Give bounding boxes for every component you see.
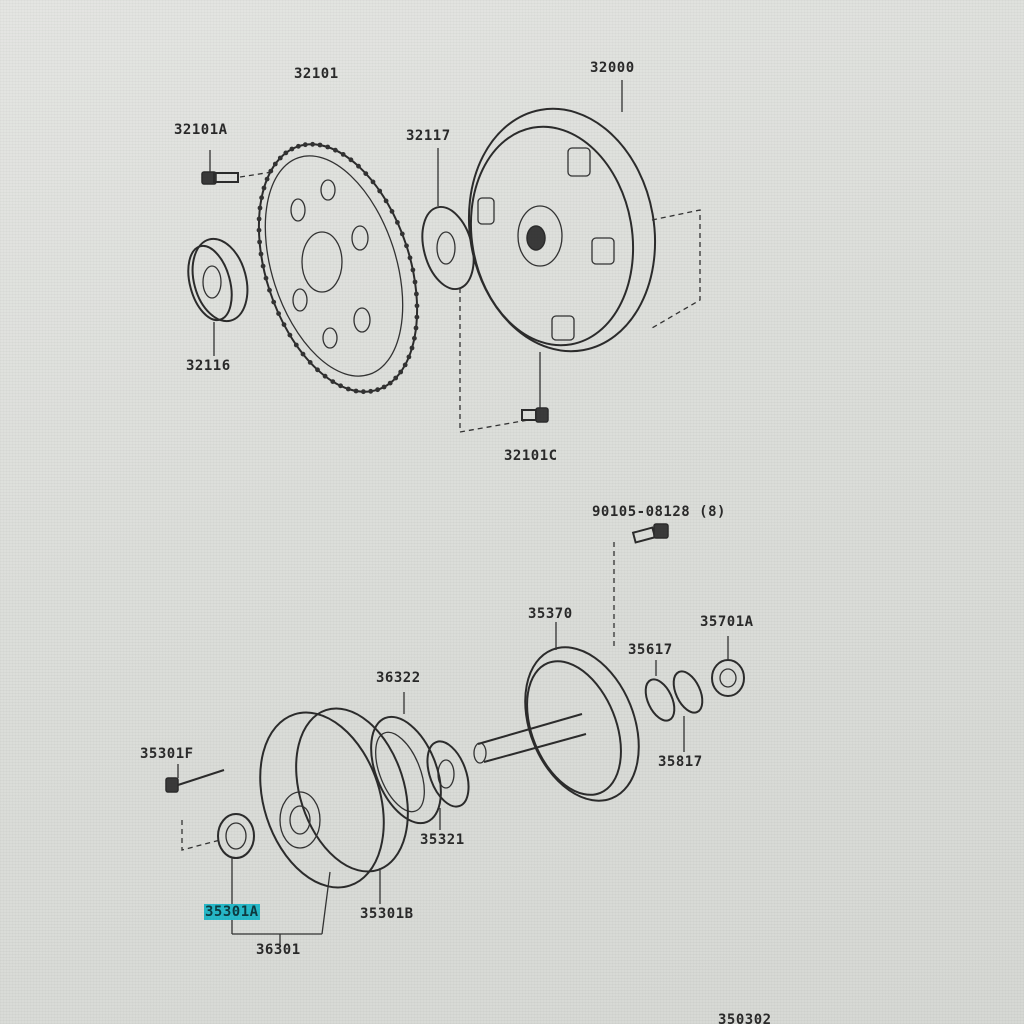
part-label-32117[interactable]: 32117: [406, 128, 451, 144]
spacer-32116[interactable]: [181, 233, 256, 356]
part-label-32000[interactable]: 32000: [590, 60, 635, 76]
oil-seal-35301A[interactable]: [217, 813, 255, 934]
part-label-32101A[interactable]: 32101A: [174, 122, 228, 138]
part-label-35301F[interactable]: 35301F: [140, 746, 194, 762]
part-label-35817[interactable]: 35817: [658, 754, 703, 770]
part-label-35321[interactable]: 35321: [420, 832, 465, 848]
part-label-35370[interactable]: 35370: [528, 606, 573, 622]
driven-gear-36322[interactable]: [357, 692, 455, 833]
seal-ring-35817[interactable]: [668, 667, 708, 752]
part-label-90105-08128[interactable]: 90105-08128 (8): [592, 504, 726, 520]
drive-gear-35321[interactable]: [419, 736, 476, 830]
pump-body-36301[interactable]: [232, 694, 427, 944]
drive-plate-32101[interactable]: [230, 124, 446, 412]
part-label-35301B[interactable]: 35301B: [360, 906, 414, 922]
bolt-32101C[interactable]: [521, 407, 549, 423]
bolt-32101A[interactable]: [201, 150, 273, 185]
part-label-35701A[interactable]: 35701A: [700, 614, 754, 630]
part-label-32101[interactable]: 32101: [294, 66, 339, 82]
torque-converter-32000[interactable]: [450, 80, 701, 408]
bolt-90105-08128[interactable]: [613, 523, 669, 650]
part-label-36301[interactable]: 36301: [256, 942, 301, 958]
part-label-35617[interactable]: 35617: [628, 642, 673, 658]
part-label-32116[interactable]: 32116: [186, 358, 231, 374]
part-label-350302[interactable]: 350302: [718, 1012, 772, 1024]
bolt-35301F[interactable]: [165, 764, 225, 851]
stator-shaft-35370[interactable]: [473, 622, 660, 818]
part-label-32101C[interactable]: 32101C: [504, 448, 558, 464]
bushing-35701A[interactable]: [711, 636, 745, 697]
seal-ring-35617[interactable]: [640, 660, 680, 725]
part-label-36322[interactable]: 36322: [376, 670, 421, 686]
part-label-35301A[interactable]: 35301A: [204, 904, 260, 920]
